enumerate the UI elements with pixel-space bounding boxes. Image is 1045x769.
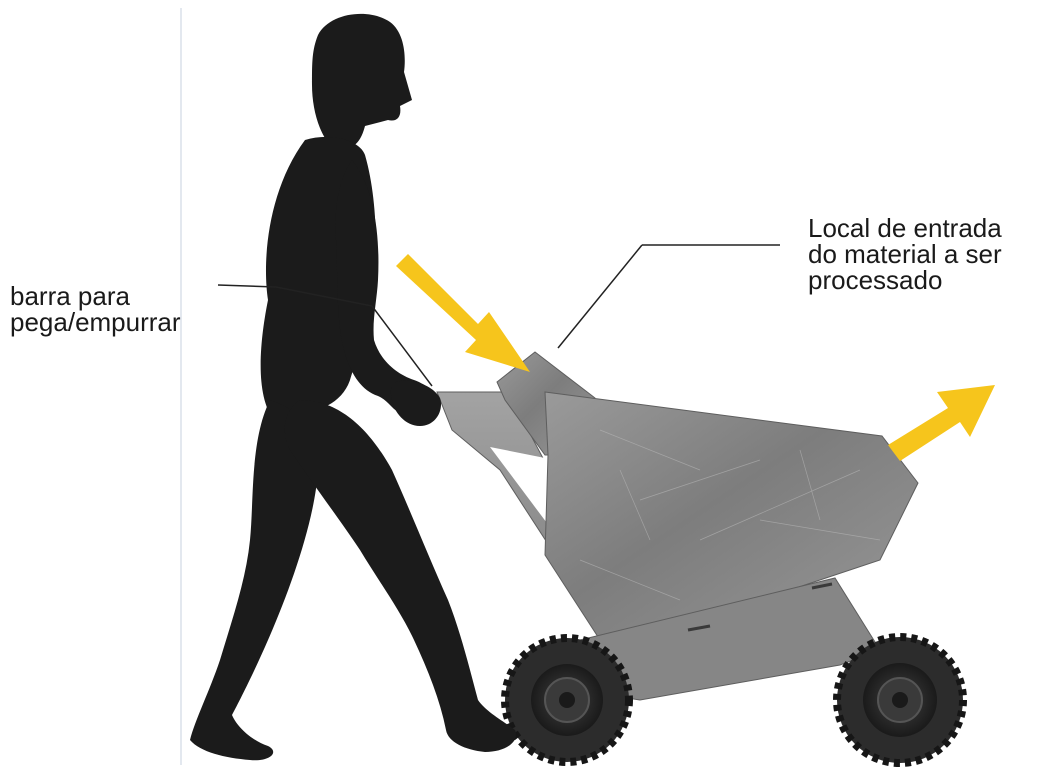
callout-handle-line1: barra para (10, 283, 181, 309)
callout-inlet-line3: processado (808, 267, 1002, 293)
outlet-arrow-icon (888, 385, 995, 461)
shredder-cart (437, 352, 963, 763)
callout-handle-line2: pega/empurrar (10, 309, 181, 335)
person-hand (391, 381, 441, 426)
rear-wheel (505, 638, 629, 762)
inlet-arrow-icon (396, 254, 530, 372)
callout-inlet-line2: do material a ser (808, 241, 1002, 267)
front-wheel (837, 637, 963, 763)
callout-inlet-label: Local de entrada do material a ser proce… (808, 215, 1002, 293)
leader-line-inlet (558, 245, 780, 348)
person-head (312, 14, 412, 150)
person-silhouette (190, 14, 516, 760)
callout-inlet-line1: Local de entrada (808, 215, 1002, 241)
callout-handle-label: barra para pega/empurrar (10, 283, 181, 335)
